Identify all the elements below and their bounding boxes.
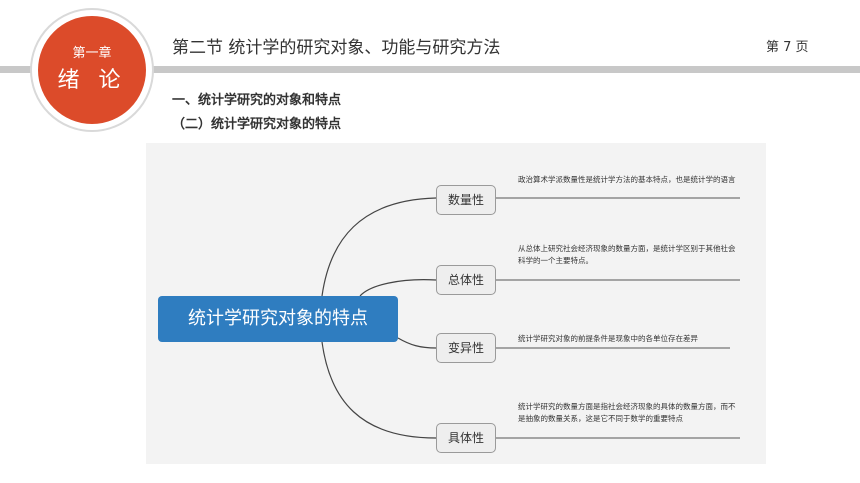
connector-2 [359,279,437,297]
connector-1 [321,197,437,297]
chapter-badge: 第一章 绪 论 [38,16,146,124]
branch-note-quantity: 政治算术学派数量性是统计学方法的基本特点，也是统计学的语言 [518,175,736,184]
branch-node-quantity: 数量性 [436,185,496,215]
chapter-title: 绪 论 [57,68,127,93]
chapter-label: 第一章 [72,46,112,61]
connector-4 [321,341,437,439]
branch-node-totality: 总体性 [436,265,496,295]
heading-level-2: （二）统计学研究对象的特点 [172,117,342,132]
page-number: 第 7 页 [766,40,809,55]
header-divider-bar [0,66,860,73]
branch-node-concreteness: 具体性 [436,423,496,453]
branch-note-concreteness: 统计学研究的数量方面是指社会经济现象的具体的数量方面，而不是抽象的数量关系，这是… [518,402,736,423]
mindmap-root-node: 统计学研究对象的特点 [158,296,398,342]
section-title: 第二节 统计学的研究对象、功能与研究方法 [172,38,501,58]
branch-note-variability: 统计学研究对象的前提条件是现象中的各单位存在差异 [518,334,698,343]
branch-note-totality: 从总体上研究社会经济现象的数量方面，是统计学区别于其他社会科学的一个主要特点。 [518,244,736,265]
connector-3 [397,337,437,349]
heading-level-1: 一、统计学研究的对象和特点 [172,93,342,108]
branch-node-variability: 变异性 [436,333,496,363]
